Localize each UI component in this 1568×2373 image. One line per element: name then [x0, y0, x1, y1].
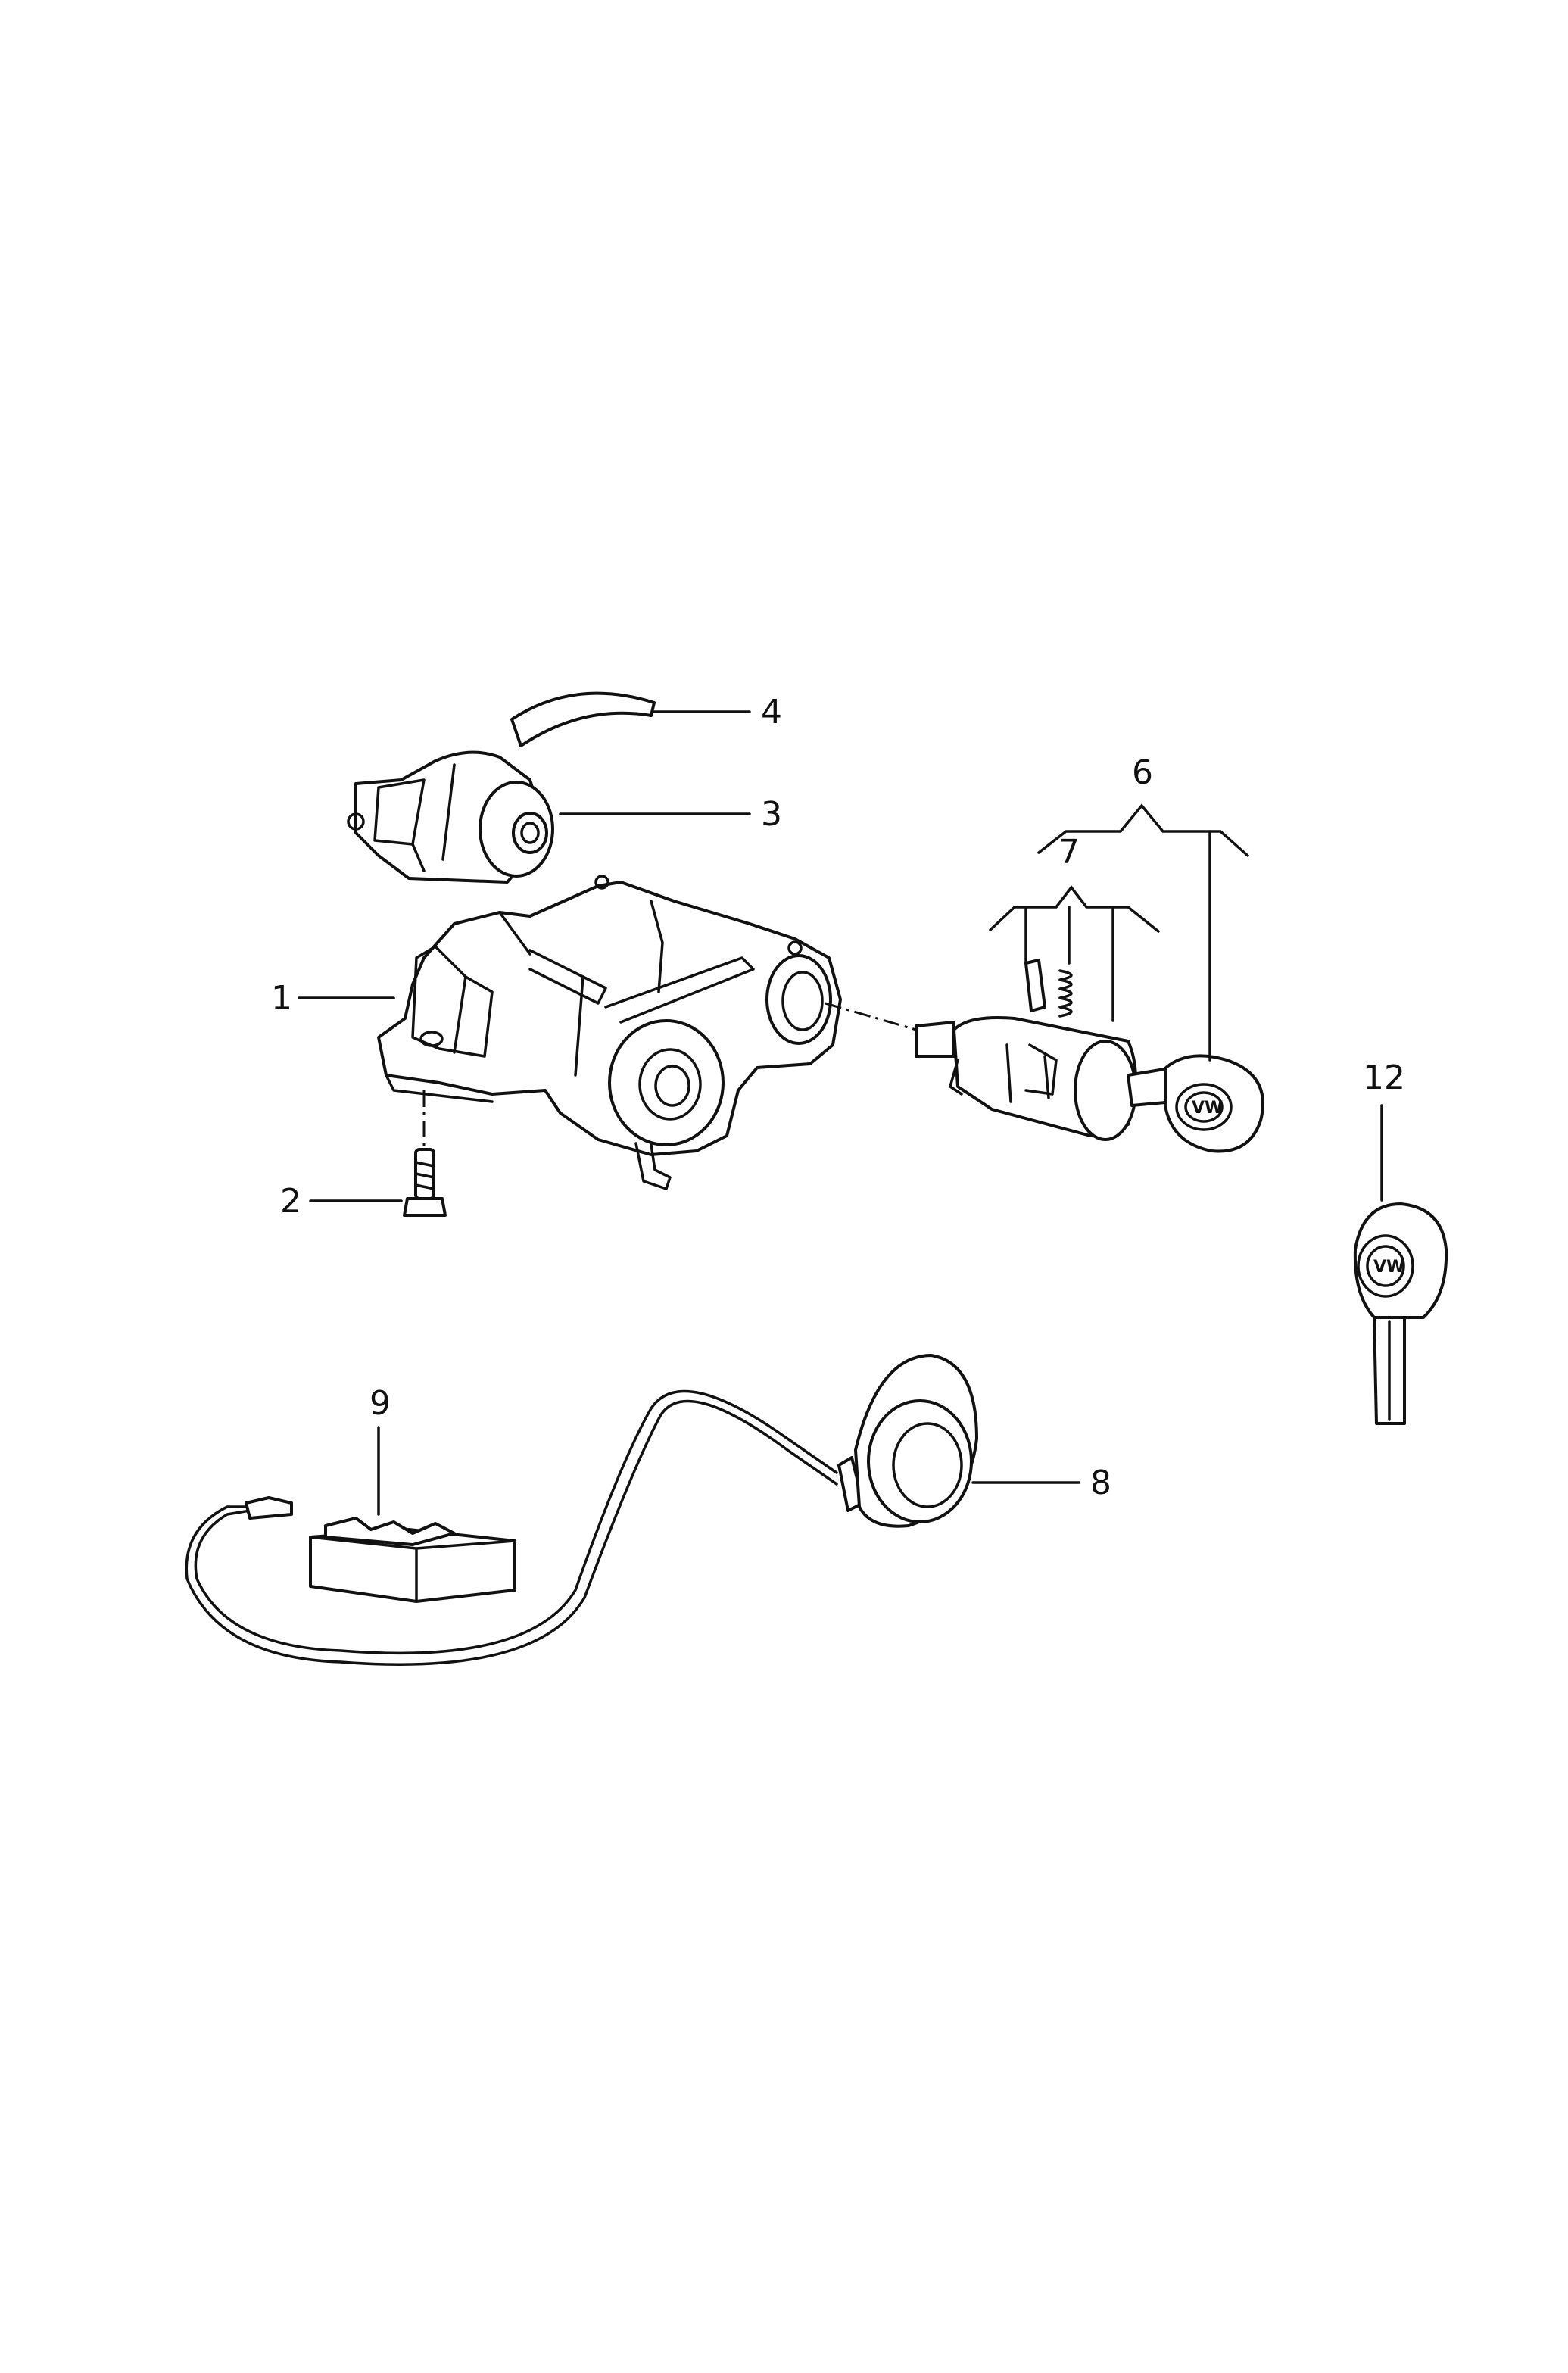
cylinder-spring [1058, 969, 1073, 1018]
key-fob-logo: VW [1192, 1099, 1223, 1118]
callout-12: 12 [1363, 1059, 1405, 1202]
assembly-line-cylinder [825, 1002, 917, 1031]
callout-1: 1 [271, 979, 395, 1018]
part-9-lock-cylinder [915, 959, 1137, 1141]
part-12-key: VW [1353, 1202, 1448, 1425]
callout-label-3: 3 [761, 795, 782, 834]
callout-7: 9 [369, 1384, 391, 1516]
callout-4: 4 [653, 693, 782, 731]
callout-label-6: 8 [1090, 1464, 1111, 1502]
callout-8: 6 [1037, 753, 1249, 1062]
part-6-reader-coil [185, 1354, 978, 1666]
cylinder-shim [1024, 959, 1046, 1012]
part-3-ignition-switch [347, 750, 554, 884]
callout-label-12: 12 [1363, 1059, 1405, 1097]
key-12-logo: VW [1373, 1258, 1404, 1277]
part-2-screw [403, 1148, 447, 1217]
callout-label-9: 7 [1058, 833, 1080, 872]
callout-label-2: 2 [280, 1182, 301, 1221]
callout-label-8: 6 [1132, 753, 1153, 792]
callout-9: 7 [989, 833, 1160, 1022]
part-1-steering-lock-housing [377, 875, 842, 1190]
part-4-trim-strip [510, 691, 656, 747]
callout-label-7: 9 [369, 1384, 391, 1423]
callout-6: 8 [971, 1464, 1111, 1502]
callout-2: 2 [280, 1182, 403, 1221]
key-fob-part-8: VW [1127, 1054, 1264, 1153]
callout-3: 3 [559, 795, 782, 834]
callout-label-4: 4 [761, 693, 782, 731]
callout-label-1: 1 [271, 979, 292, 1018]
part-7-control-unit [245, 1496, 516, 1603]
